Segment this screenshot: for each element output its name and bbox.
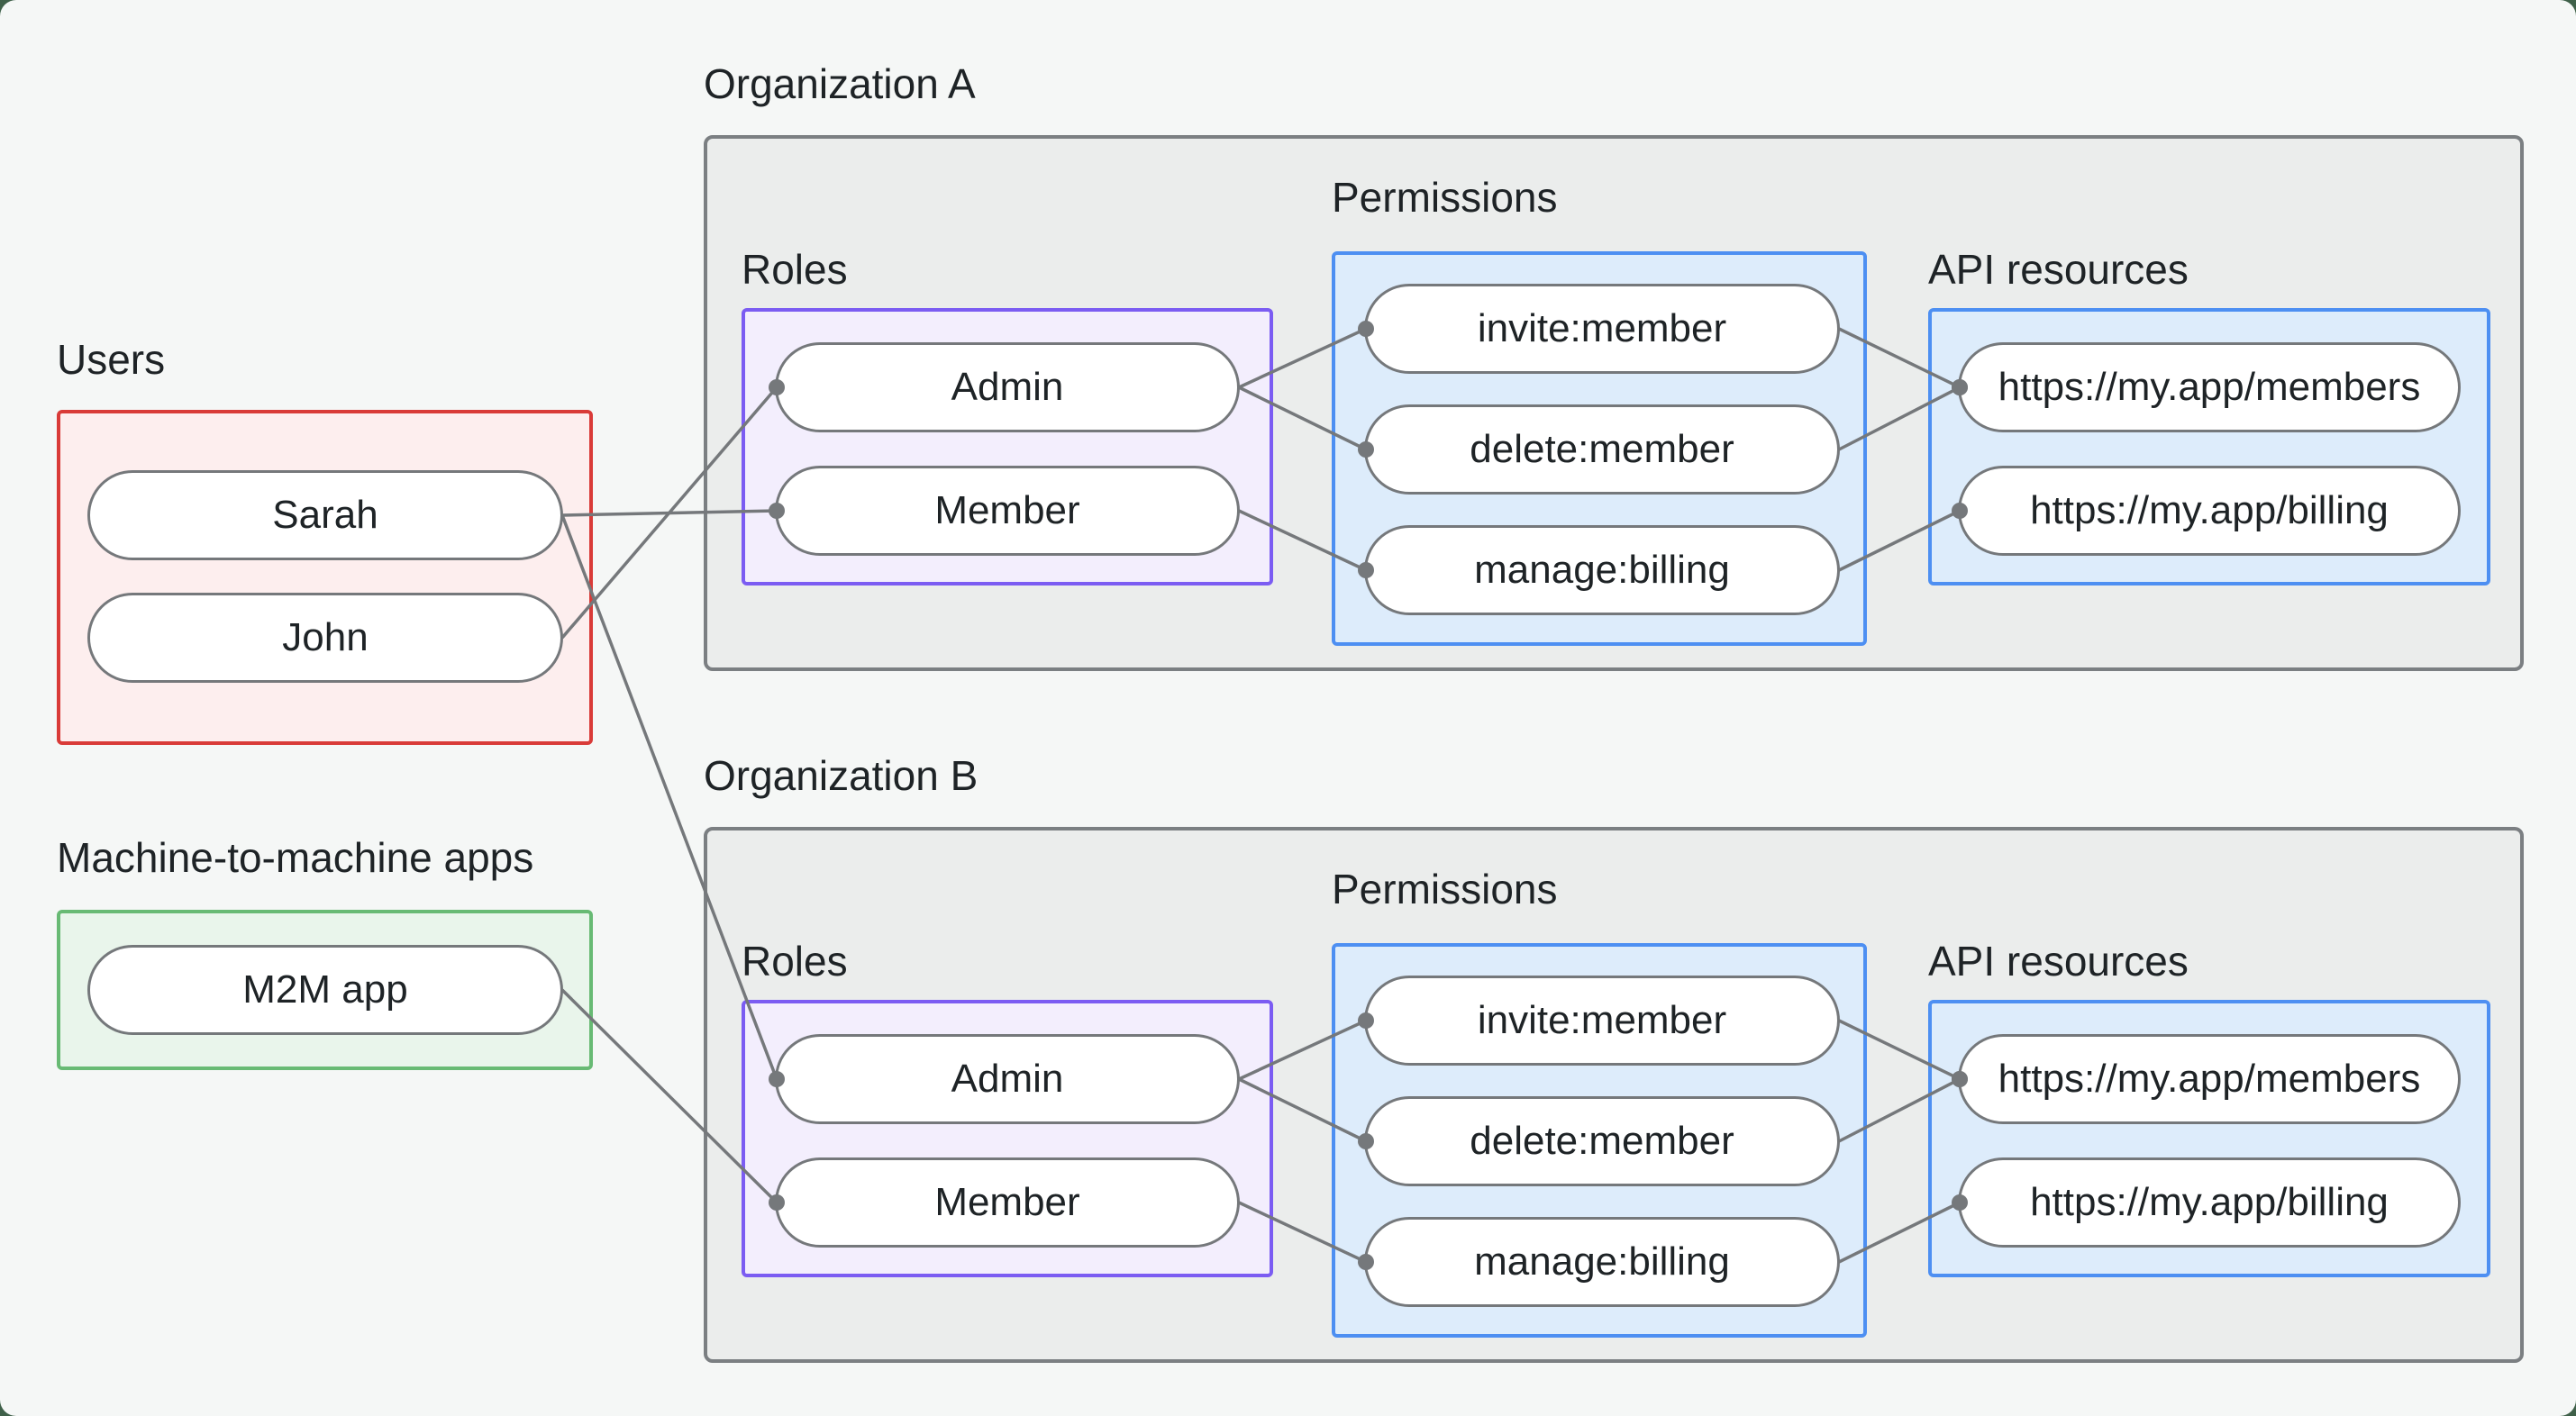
node-org-a-perm-invite: invite:member xyxy=(1364,284,1840,374)
node-org-b-perm-manage-label: manage:billing xyxy=(1474,1239,1730,1284)
m2m-section-label: Machine-to-machine apps xyxy=(57,834,534,881)
node-org-a-perm-invite-label: invite:member xyxy=(1477,306,1727,350)
org-b-title: Organization B xyxy=(704,752,979,799)
node-org-b-perm-delete: delete:member xyxy=(1364,1096,1840,1186)
node-org-a-api-billing-label: https://my.app/billing xyxy=(2030,488,2389,532)
org-a-api-label: API resources xyxy=(1928,246,2189,293)
users-section-label: Users xyxy=(57,336,166,383)
node-org-b-api-members-label: https://my.app/members xyxy=(1998,1057,2421,1101)
node-org-b-perm-invite: invite:member xyxy=(1364,976,1840,1066)
node-org-b-role-admin: Admin xyxy=(775,1034,1240,1124)
org-b-api-label: API resources xyxy=(1928,938,2189,985)
org-a-roles-label: Roles xyxy=(742,246,848,293)
node-org-a-perm-manage-label: manage:billing xyxy=(1474,548,1730,592)
node-org-a-role-admin-label: Admin xyxy=(951,365,1064,409)
node-m2m-app: M2M app xyxy=(87,945,563,1035)
node-org-b-api-billing-label: https://my.app/billing xyxy=(2030,1180,2389,1224)
node-user-sarah: Sarah xyxy=(87,470,563,560)
node-org-a-api-members: https://my.app/members xyxy=(1958,342,2461,432)
org-a-permissions-label: Permissions xyxy=(1332,174,1558,221)
node-org-b-api-members: https://my.app/members xyxy=(1958,1034,2461,1124)
node-org-b-role-admin-label: Admin xyxy=(951,1057,1064,1101)
node-org-b-perm-manage: manage:billing xyxy=(1364,1217,1840,1307)
node-user-john-label: John xyxy=(282,615,369,659)
node-org-a-role-admin: Admin xyxy=(775,342,1240,432)
node-org-b-api-billing: https://my.app/billing xyxy=(1958,1157,2461,1248)
org-b-roles-label: Roles xyxy=(742,938,848,985)
node-org-b-perm-delete-label: delete:member xyxy=(1470,1119,1734,1163)
node-org-b-role-member-label: Member xyxy=(934,1180,1080,1224)
node-org-a-perm-delete-label: delete:member xyxy=(1470,427,1734,471)
node-m2m-app-label: M2M app xyxy=(242,967,408,1012)
users-group-box xyxy=(57,410,593,745)
node-org-a-perm-manage: manage:billing xyxy=(1364,525,1840,615)
node-org-b-role-member: Member xyxy=(775,1157,1240,1248)
node-org-a-role-member: Member xyxy=(775,466,1240,556)
node-org-a-role-member-label: Member xyxy=(934,488,1080,532)
node-org-a-api-members-label: https://my.app/members xyxy=(1998,365,2421,409)
node-user-john: John xyxy=(87,593,563,683)
node-org-a-api-billing: https://my.app/billing xyxy=(1958,466,2461,556)
node-org-b-perm-invite-label: invite:member xyxy=(1477,998,1727,1042)
org-a-title: Organization A xyxy=(704,60,976,107)
node-org-a-perm-delete: delete:member xyxy=(1364,404,1840,495)
node-user-sarah-label: Sarah xyxy=(272,493,378,537)
org-b-permissions-label: Permissions xyxy=(1332,866,1558,912)
